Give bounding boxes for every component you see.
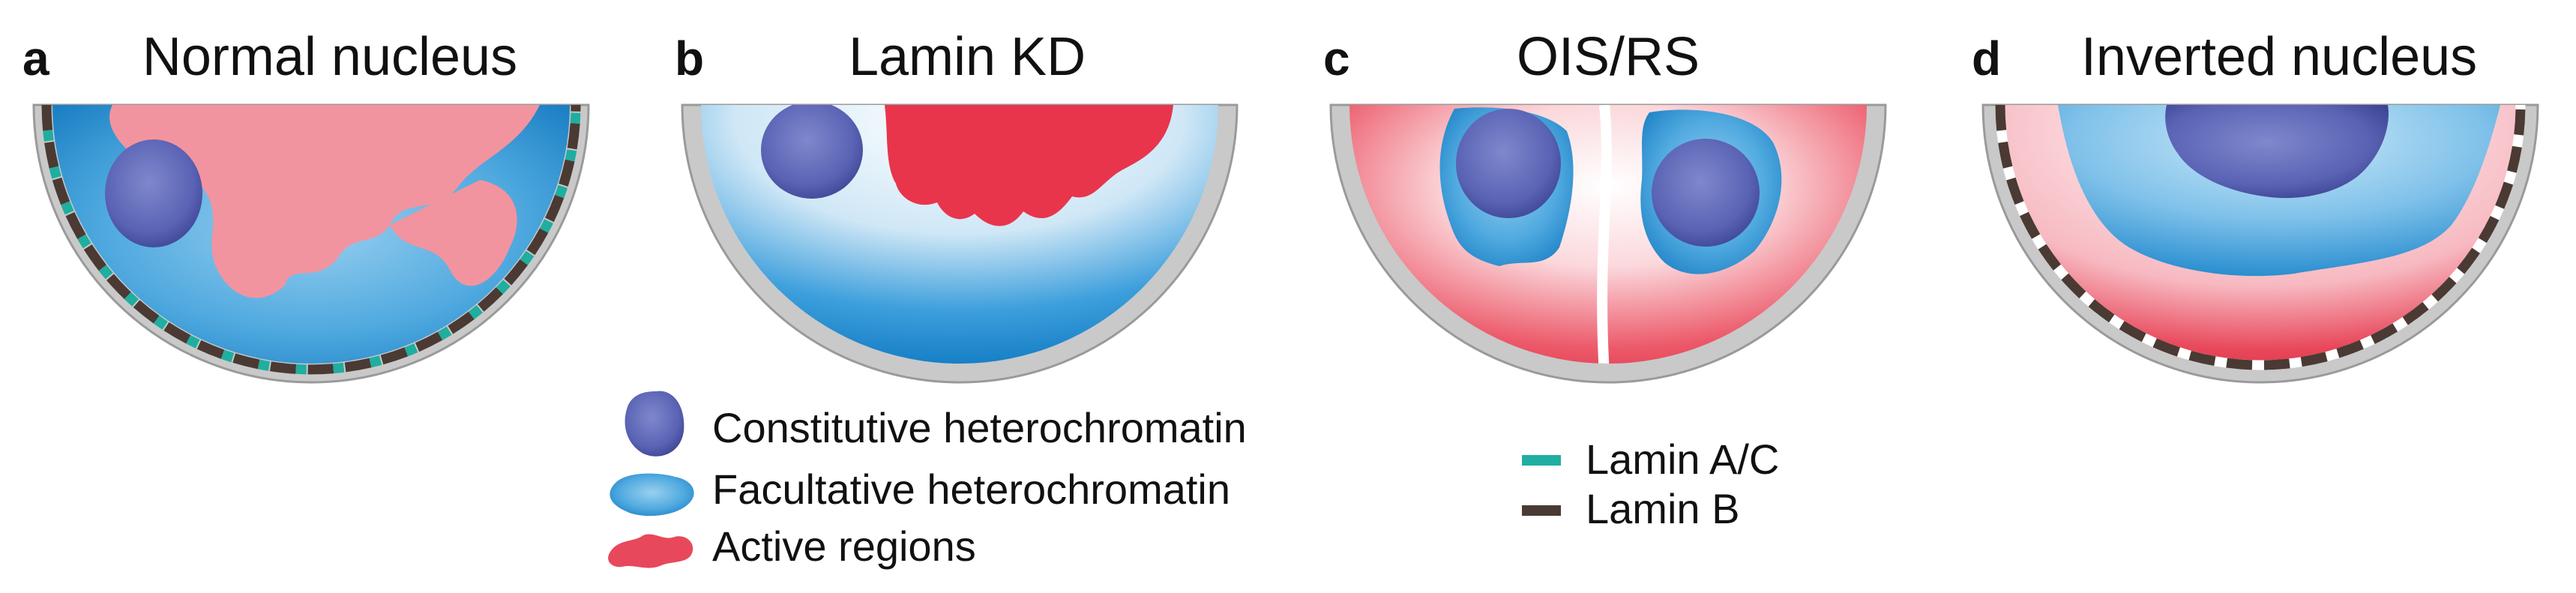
panel-d-letter: d: [1972, 31, 2001, 85]
panel-c-title: OIS/RS: [1517, 27, 1700, 87]
active-region: [109, 105, 540, 298]
legend-item-lamin-ac: Lamin A/C: [1522, 436, 1779, 483]
panel-d-title: Inverted nucleus: [2081, 27, 2477, 87]
panel-a-title: Normal nucleus: [142, 27, 517, 87]
legend-item-facultative: Facultative heterochromatin: [610, 466, 1230, 517]
legend-label-lamin-ac: Lamin A/C: [1586, 436, 1779, 483]
legend-item-constitutive: Constitutive heterochromatin: [625, 391, 1247, 457]
constitutive-heterochromatin: [2165, 105, 2389, 199]
panel-b-title: Lamin KD: [849, 27, 1086, 87]
panel-b-letter: b: [675, 31, 704, 85]
legend-label-facultative: Facultative heterochromatin: [712, 466, 1230, 513]
panel-c: c OIS/RS: [1323, 27, 1887, 384]
legend: Constitutive heterochromatin Facultative…: [608, 391, 1779, 570]
constitutive-heterochromatin: [105, 139, 202, 247]
lamin-b-swatch-icon: [1522, 505, 1561, 516]
lamina-lamin-b: [1995, 104, 2526, 370]
constitutive-heterochromatin: [1456, 109, 1561, 218]
lamina-lamin-b: [41, 104, 581, 375]
panel-a-letter: a: [22, 31, 49, 85]
facultative-swatch-icon: [610, 473, 694, 517]
legend-item-active: Active regions: [608, 523, 976, 570]
constitutive-heterochromatin: [1652, 139, 1760, 247]
active-swatch-icon: [608, 534, 693, 568]
lamin-ac-swatch-icon: [1522, 455, 1561, 466]
constitutive-swatch-icon: [625, 391, 684, 457]
legend-label-lamin-b: Lamin B: [1586, 485, 1739, 532]
legend-label-active: Active regions: [712, 523, 976, 570]
legend-label-constitutive: Constitutive heterochromatin: [712, 404, 1247, 451]
active-region-branch: [390, 180, 517, 286]
constitutive-heterochromatin: [761, 105, 863, 199]
panel-b: b Lamin KD: [675, 27, 1239, 384]
panel-a: a Normal nucleus: [22, 27, 590, 384]
active-region-divider: [1597, 105, 1612, 364]
panel-d: d Inverted nucleus: [1972, 27, 2539, 384]
active-region: [885, 105, 1173, 226]
legend-item-lamin-b: Lamin B: [1522, 485, 1739, 532]
panel-c-letter: c: [1323, 31, 1350, 85]
